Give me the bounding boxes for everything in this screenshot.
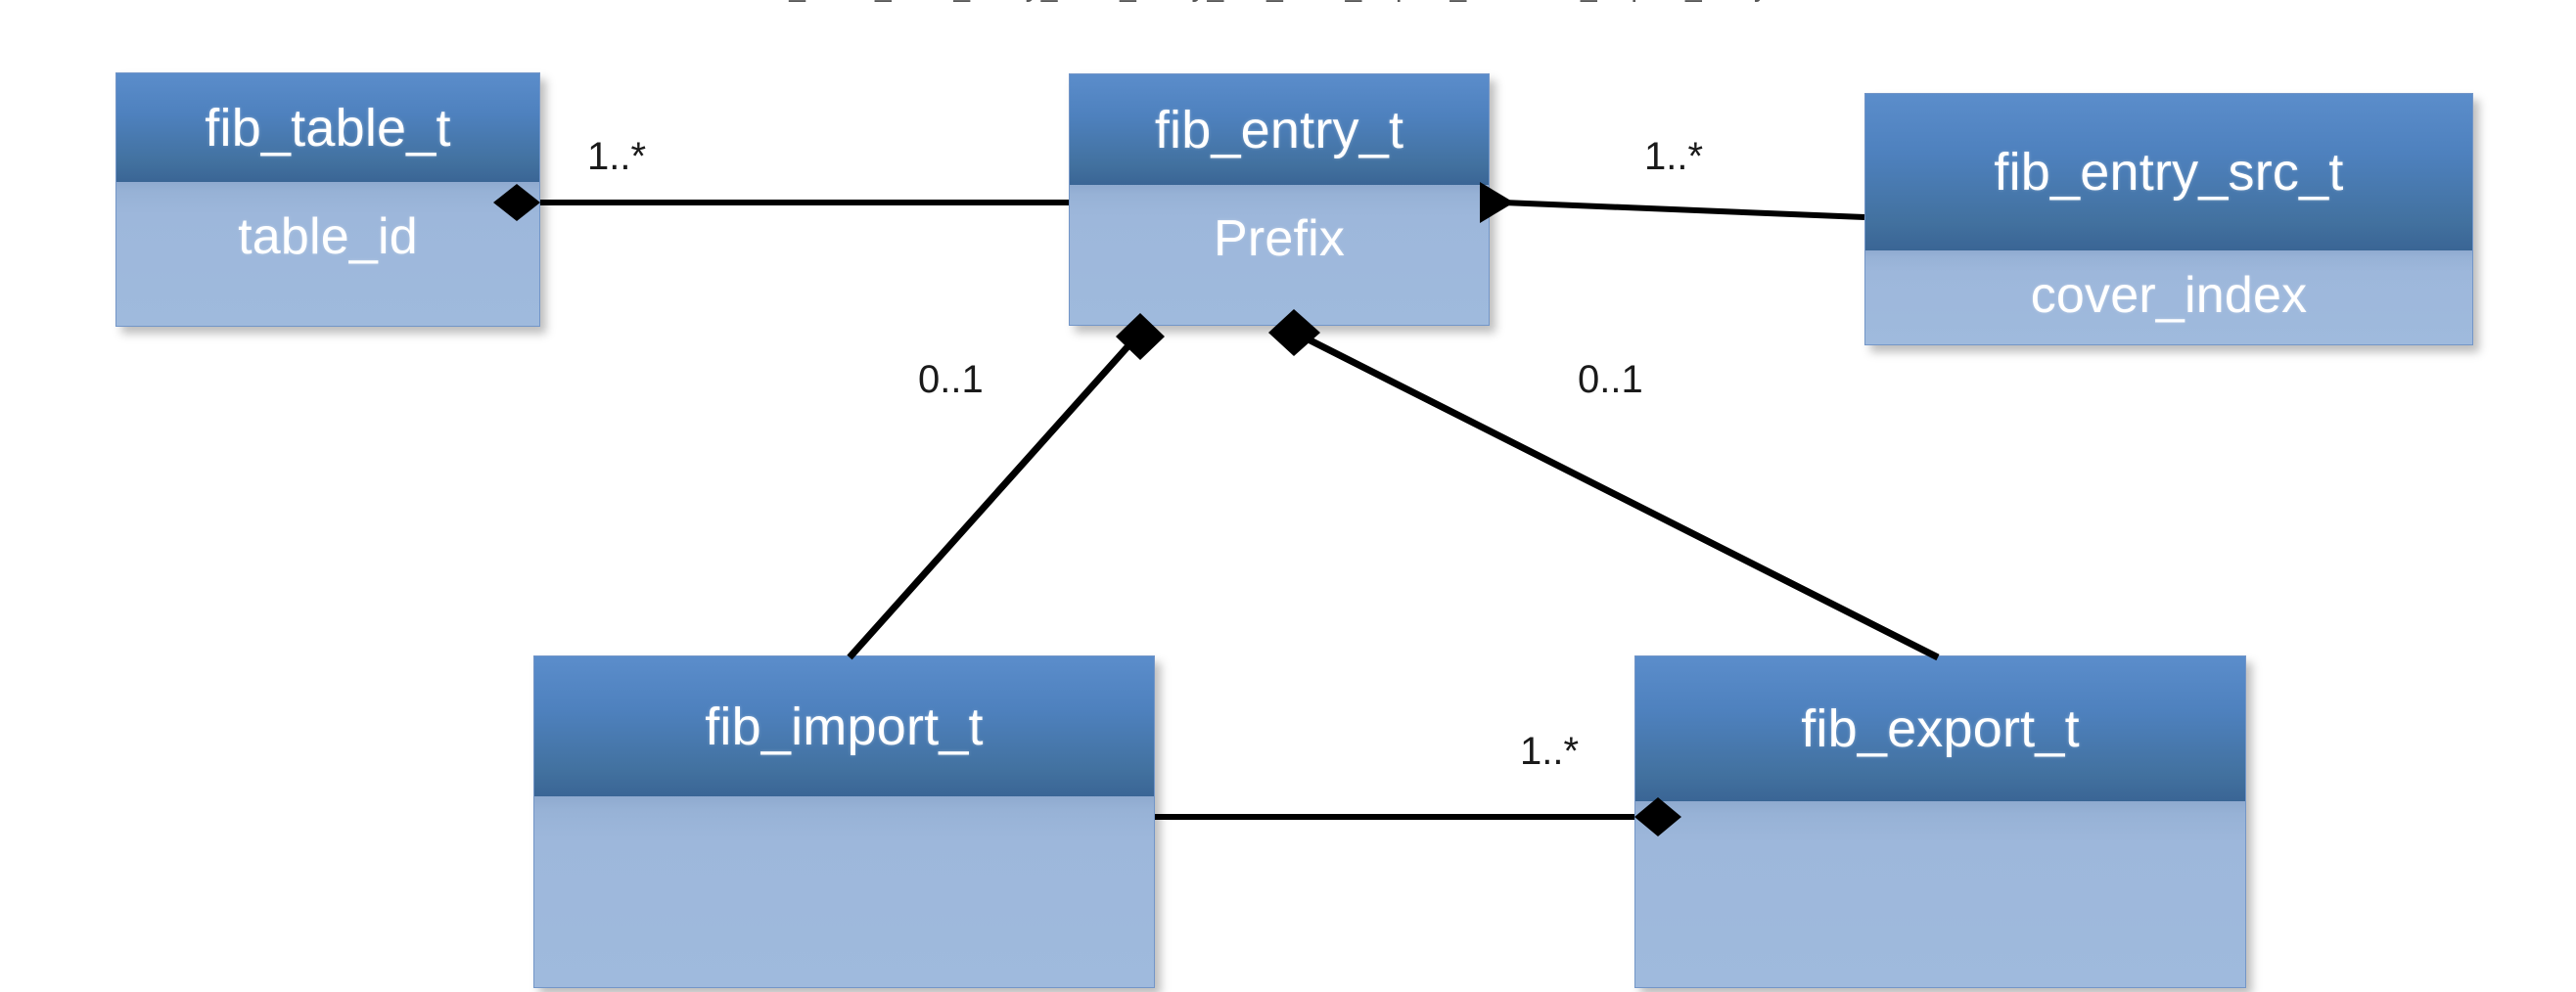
class-header-fib-entry-src-t: fib_entry_src_t	[1865, 94, 2472, 250]
class-body-fib-table-t: table_id	[116, 182, 539, 326]
edge-import-to-export	[1155, 797, 1681, 836]
class-header-fib-entry-t: fib_entry_t	[1070, 74, 1489, 185]
class-header-fib-import-t: fib_import_t	[534, 656, 1154, 796]
class-body-fib-entry-src-t: cover_index	[1865, 250, 2472, 344]
multiplicity-label-import-export: 1..*	[1520, 730, 1580, 773]
class-box-fib-entry-t[interactable]: fib_entry_t Prefix	[1069, 73, 1490, 326]
class-body-fib-export-t	[1635, 801, 2245, 987]
class-title-fib-entry-src-t: fib_entry_src_t	[1994, 143, 2344, 202]
class-box-fib-import-t[interactable]: fib_import_t	[533, 655, 1155, 988]
class-title-fib-table-t: fib_table_t	[205, 98, 451, 158]
edge-table-to-entry	[493, 184, 1069, 221]
class-box-fib-table-t[interactable]: fib_table_t table_id	[115, 72, 540, 327]
class-attribute-cover-index: cover_index	[2030, 267, 2308, 324]
class-title-fib-import-t: fib_import_t	[705, 697, 984, 756]
class-attribute-table-id: table_id	[238, 207, 418, 265]
multiplicity-label-entry-entrysrc: 1..*	[1644, 135, 1704, 178]
class-body-fib-import-t	[534, 796, 1154, 987]
clipped-caption-text: fib_table_t, fib_entry_t, fib_entry_src_…	[0, 0, 2576, 4]
class-header-fib-table-t: fib_table_t	[116, 73, 539, 182]
edge-entry-to-entry-src	[1480, 182, 1865, 223]
edge-line-entry-import	[847, 330, 1143, 660]
class-title-fib-entry-t: fib_entry_t	[1154, 100, 1404, 159]
class-header-fib-export-t: fib_export_t	[1635, 656, 2245, 801]
multiplicity-label-entry-export: 0..1	[1578, 358, 1643, 401]
multiplicity-label-entry-import: 0..1	[918, 358, 984, 401]
multiplicity-label-table-entry: 1..*	[587, 135, 647, 178]
class-box-fib-entry-src-t[interactable]: fib_entry_src_t cover_index	[1864, 93, 2473, 345]
edge-entry-to-import	[847, 313, 1165, 660]
class-attribute-prefix: Prefix	[1213, 209, 1346, 267]
class-box-fib-export-t[interactable]: fib_export_t	[1634, 655, 2246, 988]
class-body-fib-entry-t: Prefix	[1070, 185, 1489, 325]
class-title-fib-export-t: fib_export_t	[1801, 699, 2080, 758]
edge-line-entry-entrysrc	[1502, 200, 1865, 220]
